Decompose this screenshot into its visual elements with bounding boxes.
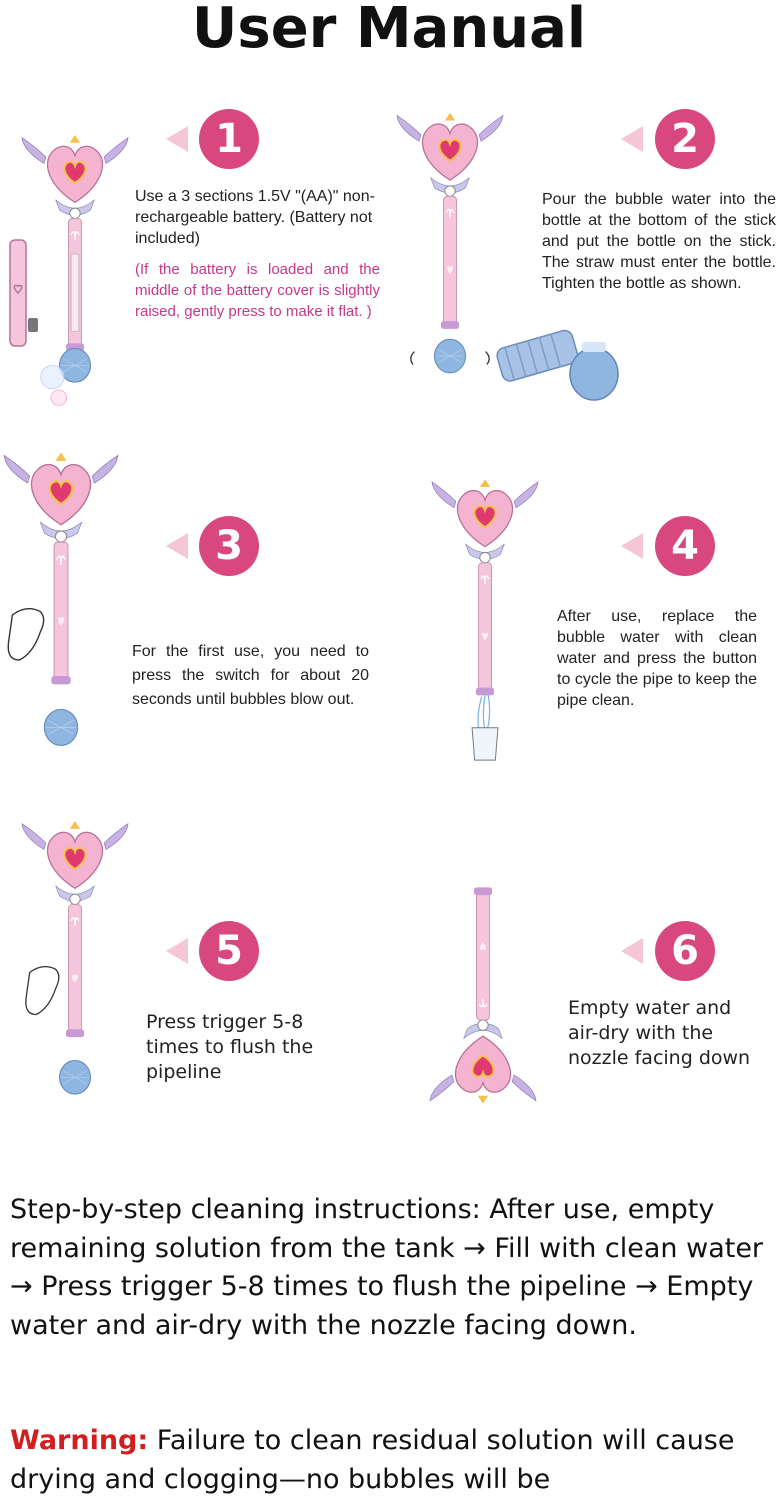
step-2-arrow xyxy=(621,126,643,152)
step-1-text: Use a 3 sections 1.5V "(AA)" non-recharg… xyxy=(135,188,375,247)
step-2-badge: 2 xyxy=(655,109,715,169)
step-3-arrow xyxy=(166,533,188,559)
page-title: User Manual xyxy=(191,0,587,61)
step-5-badge: 5 xyxy=(199,921,259,981)
cleaning-instructions: Step-by-step cleaning instructions: Afte… xyxy=(10,1194,764,1341)
step-4-badge: 4 xyxy=(655,516,715,576)
step-5-arrow xyxy=(166,938,188,964)
step-5-text: Press trigger 5-8 times to flush the pip… xyxy=(146,1011,314,1083)
wand-rinse-illustration xyxy=(430,478,540,761)
step-1-note: (If the battery is loaded and the middle… xyxy=(135,261,380,320)
step-1-badge: 1 xyxy=(199,109,259,169)
step-3-text: For the first use, you need to press the… xyxy=(132,643,369,708)
warning-text: Failure to clean residual solution will … xyxy=(10,1425,735,1495)
wand-dry-illustration xyxy=(428,886,538,1105)
step-6-badge: 6 xyxy=(655,921,715,981)
step-6-text: Empty water and air-dry with the nozzle … xyxy=(568,997,751,1069)
step-4-text: After use, replace the bubble water with… xyxy=(557,608,757,709)
step-2-text: Pour the bubble water into the bottle at… xyxy=(542,191,776,292)
step-3-badge: 3 xyxy=(199,516,259,576)
step-4-arrow xyxy=(621,533,643,559)
warning-paragraph: Warning: Failure to clean residual solut… xyxy=(10,1422,770,1499)
battery-cover-illustration xyxy=(9,239,38,347)
wand-bottle-illustration xyxy=(395,111,505,374)
step-6-arrow xyxy=(621,938,643,964)
bottle-with-straw-illustration xyxy=(496,329,619,401)
step-1-arrow xyxy=(166,126,188,152)
warning-label: Warning: xyxy=(10,1425,149,1456)
wand-battery-illustration xyxy=(20,134,130,406)
wand-trigger-illustration xyxy=(20,820,130,1095)
wand-hand-press-illustration xyxy=(3,451,119,746)
